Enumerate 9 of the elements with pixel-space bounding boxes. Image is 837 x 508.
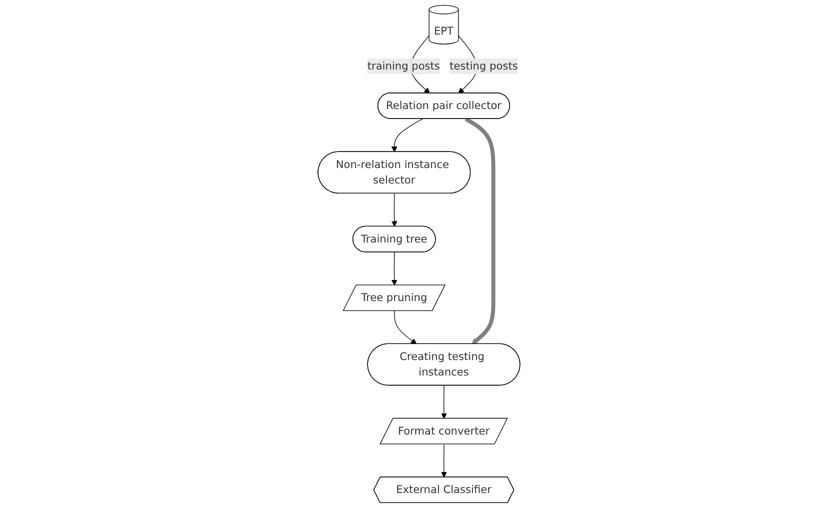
arrow (394, 310, 416, 344)
arrow (391, 193, 397, 227)
arrow (440, 444, 446, 478)
arrow (391, 252, 397, 286)
edge-label: testing posts (449, 60, 518, 72)
edge-label: training posts (366, 60, 440, 72)
arrow (440, 385, 446, 419)
arrow (391, 118, 422, 152)
arrow (464, 117, 495, 344)
